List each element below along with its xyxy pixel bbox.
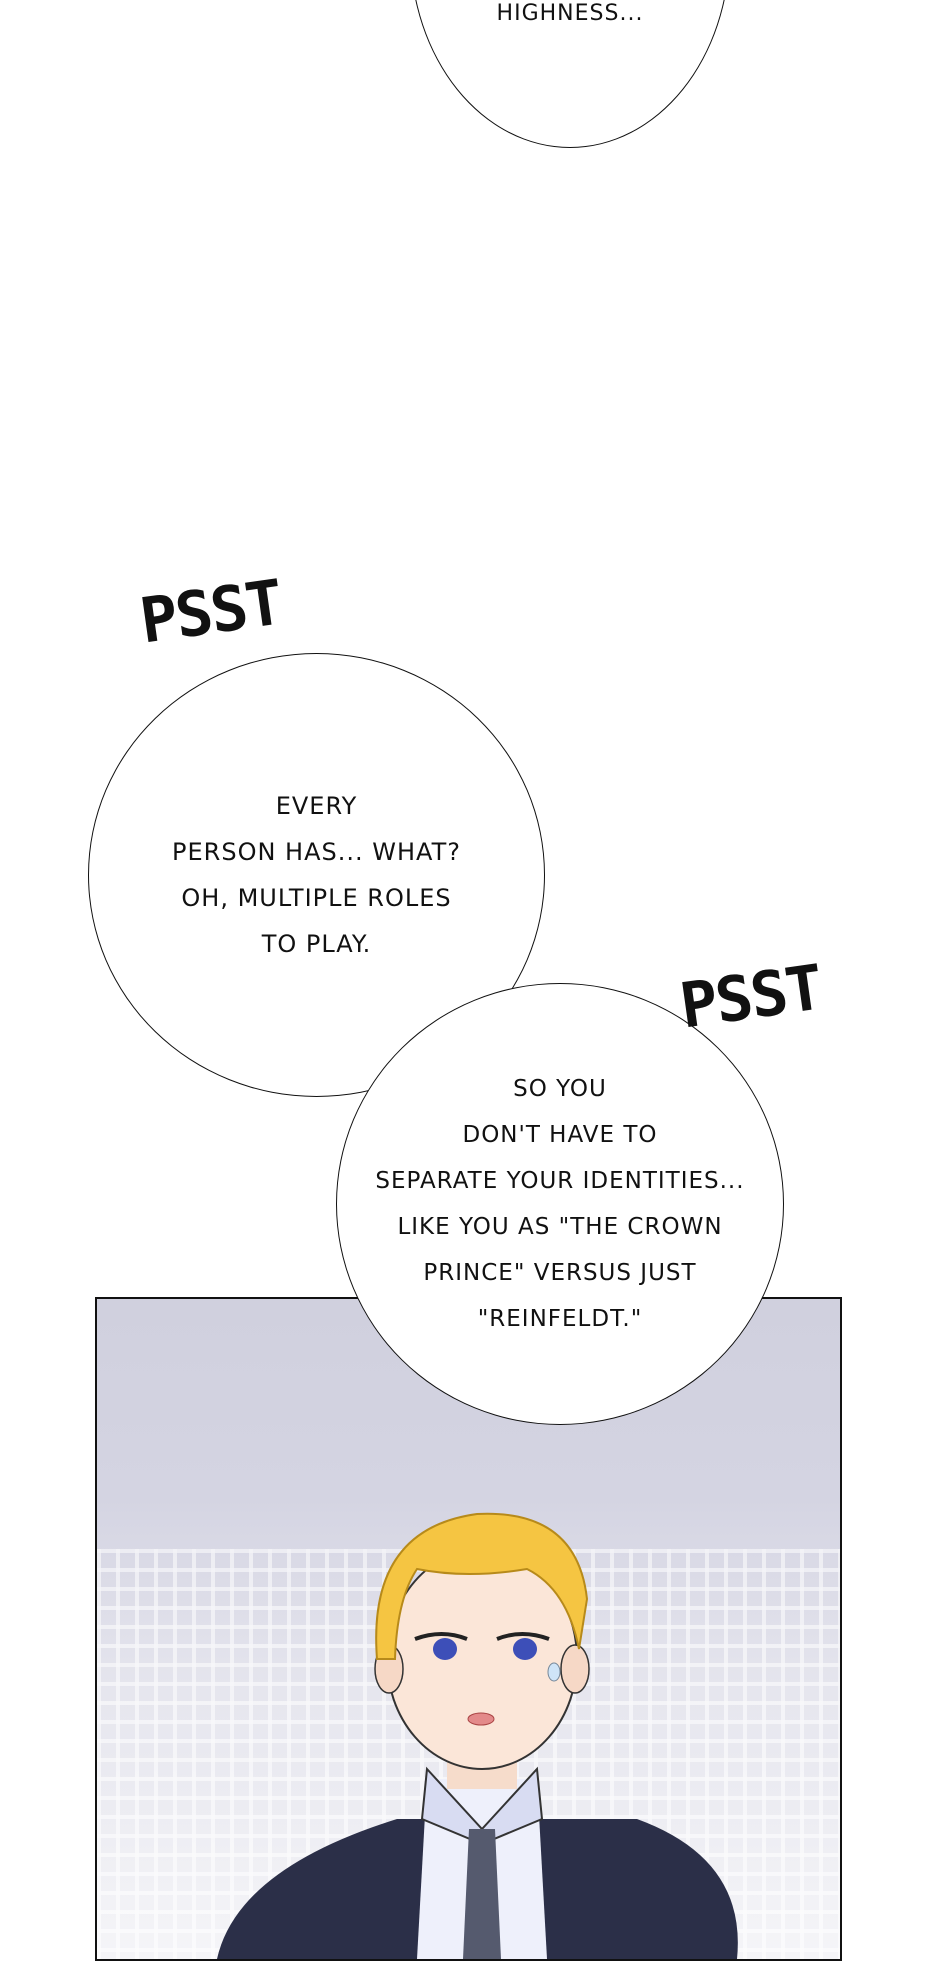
bubble-line: don't have to	[462, 1122, 658, 1148]
speech-bubble-2: So you don't have to separate your ident…	[336, 983, 784, 1425]
comic-panel	[95, 1297, 842, 1961]
bubble-line: So you	[513, 1076, 607, 1102]
character-illustration	[217, 1512, 738, 1959]
bubble-text: So you don't have to separate your ident…	[375, 1066, 744, 1342]
bubble-line: separate your identities...	[375, 1168, 745, 1194]
sfx-psst-2: PSST	[675, 950, 826, 1043]
bubble-text: Highness...	[496, 1, 644, 26]
bubble-line: Every	[275, 792, 358, 820]
bubble-line: to play.	[261, 930, 372, 958]
bubble-line: prince" versus just	[423, 1260, 697, 1286]
bubble-line: "Reinfeldt."	[477, 1306, 643, 1332]
speech-bubble-top: Highness...	[410, 0, 730, 148]
bubble-line: person has... what?	[172, 838, 461, 866]
bubble-line: like you as "the crown	[397, 1214, 723, 1240]
bubble-text: Every person has... what? Oh, multiple r…	[172, 783, 461, 967]
speech-bubble-1: Every person has... what? Oh, multiple r…	[88, 653, 545, 1097]
bubble-line: Oh, multiple roles	[181, 884, 452, 912]
sfx-psst-1: PSST	[135, 565, 286, 658]
